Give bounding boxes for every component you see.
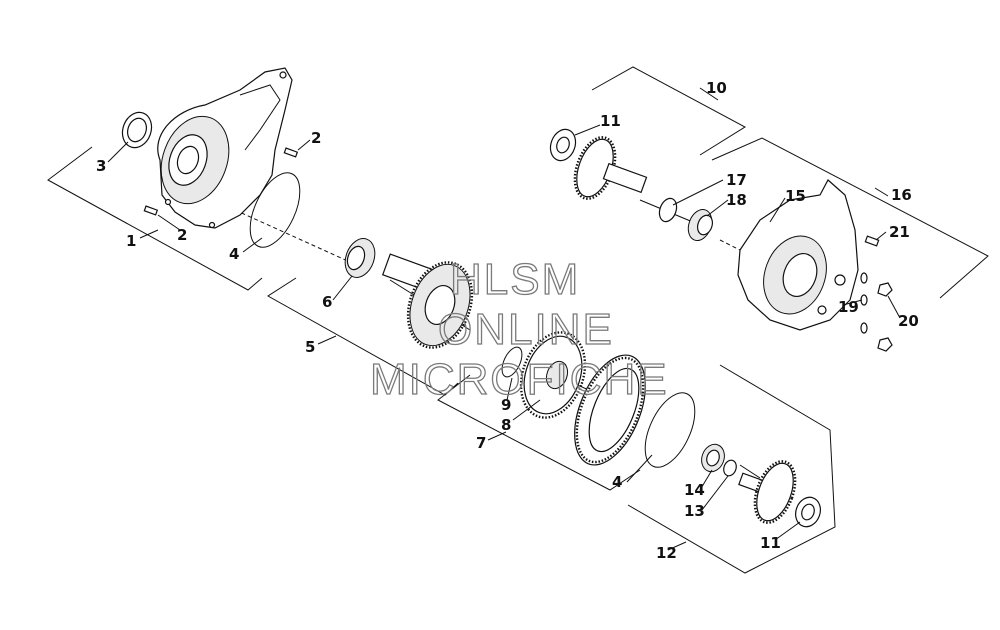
callout-19: 19 xyxy=(838,298,859,316)
callout-2-lower: 2 xyxy=(177,226,187,244)
callout-21: 21 xyxy=(889,223,910,241)
clutch-ring xyxy=(574,354,646,466)
callout-9: 9 xyxy=(501,396,511,414)
watermark-line-1: HLSM xyxy=(450,255,580,304)
bearing-18 xyxy=(687,209,714,241)
callout-leaders xyxy=(107,124,901,541)
bearing-6 xyxy=(344,238,376,278)
callout-4-right: 4 xyxy=(612,473,622,491)
input-gear-shaft xyxy=(573,136,648,200)
group-bracket-12 xyxy=(627,364,836,574)
bearing-14 xyxy=(701,443,725,473)
callout-15: 15 xyxy=(785,187,806,205)
washer-17 xyxy=(658,197,678,223)
output-shaft-ring-gear xyxy=(381,253,474,349)
group-bracket-1 xyxy=(47,146,263,291)
callout-5: 5 xyxy=(305,338,315,356)
callout-8: 8 xyxy=(501,416,511,434)
callout-16: 16 xyxy=(891,186,912,204)
bolt-21 xyxy=(864,235,880,247)
watermark: HLSM ONLINE MICROFICHE xyxy=(369,254,669,404)
callout-12: 12 xyxy=(656,544,677,562)
oil-seal xyxy=(121,111,153,149)
callout-labels: 1 2 2 3 4 4 5 6 7 8 9 10 11 11 12 13 14 … xyxy=(96,79,919,562)
callout-3: 3 xyxy=(96,157,106,175)
callout-10: 10 xyxy=(706,79,727,97)
group-bracket-10 xyxy=(591,66,746,156)
callout-4-left: 4 xyxy=(229,245,239,263)
gear-case-housing xyxy=(157,67,293,229)
callout-1: 1 xyxy=(126,232,136,250)
group-bracket-16 xyxy=(711,137,989,299)
seal-11-upper xyxy=(549,128,577,162)
callout-17: 17 xyxy=(726,171,747,189)
watermark-line-2: ONLINE xyxy=(438,305,614,354)
callout-11-upper: 11 xyxy=(600,112,621,130)
washer-13 xyxy=(723,459,737,477)
callout-13: 13 xyxy=(684,502,705,520)
output-gear-shaft xyxy=(738,460,797,524)
snap-ring-right xyxy=(644,392,696,468)
snap-ring-left xyxy=(249,172,301,248)
callout-6: 6 xyxy=(322,293,332,311)
gear-case-cover xyxy=(737,179,859,331)
sprocket-8 xyxy=(519,331,587,419)
callout-14: 14 xyxy=(684,481,705,499)
seal-11-lower xyxy=(795,496,821,528)
callout-7: 7 xyxy=(476,434,486,452)
callout-2-upper: 2 xyxy=(311,129,321,147)
dowel-pins xyxy=(143,147,299,216)
callout-11-lower: 11 xyxy=(760,534,781,552)
group-bracket-7 xyxy=(437,374,641,491)
callout-20: 20 xyxy=(898,312,919,330)
snap-ring-9 xyxy=(501,346,523,378)
callout-18: 18 xyxy=(726,191,747,209)
washers-19 xyxy=(860,272,868,334)
watermark-line-3: MICROFICHE xyxy=(370,355,669,404)
bolts-20 xyxy=(877,282,893,352)
